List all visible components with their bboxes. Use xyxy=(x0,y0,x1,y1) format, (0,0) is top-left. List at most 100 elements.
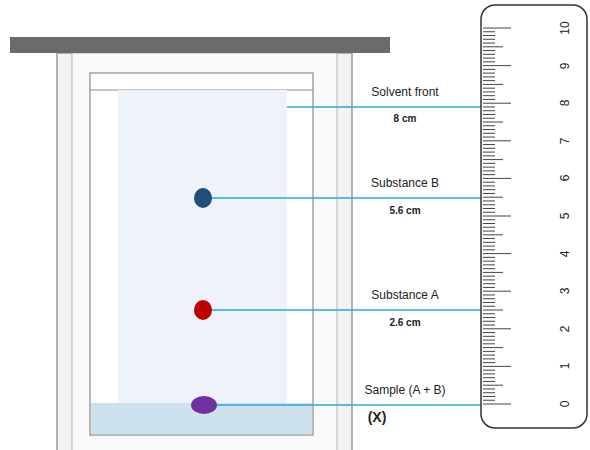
ruler-tick xyxy=(483,291,511,292)
ruler-tick xyxy=(483,332,495,333)
ruler-tick xyxy=(483,223,495,224)
ruler-tick xyxy=(483,219,495,220)
ruler-tick xyxy=(483,400,495,401)
ruler xyxy=(481,5,587,428)
chamber-inner xyxy=(72,53,337,450)
ruler-tick xyxy=(483,178,511,179)
ruler-tick xyxy=(483,50,495,51)
ruler-tick xyxy=(483,306,495,307)
leader-line xyxy=(211,197,484,199)
ruler-tick xyxy=(483,35,495,36)
ruler-tick xyxy=(483,91,495,92)
ruler-tick xyxy=(483,61,495,62)
ruler-tick xyxy=(483,279,495,280)
ruler-tick xyxy=(483,336,495,337)
ruler-tick xyxy=(483,283,495,284)
ruler-tick xyxy=(483,125,495,126)
distance-label: 2.6 cm xyxy=(389,317,420,328)
sample-label: Sample (A + B) xyxy=(364,384,445,397)
ruler-number: 1 xyxy=(559,363,572,370)
ruler-tick xyxy=(483,54,495,55)
solvent-front-label: Solvent front xyxy=(371,86,438,99)
ruler-tick xyxy=(483,276,495,277)
spot-a xyxy=(194,300,212,320)
ruler-tick xyxy=(483,118,495,119)
ruler-tick xyxy=(483,148,495,149)
ruler-tick xyxy=(483,404,511,405)
ruler-tick xyxy=(483,370,495,371)
substance-label: Substance A xyxy=(371,289,438,302)
ruler-tick xyxy=(483,185,495,186)
ruler-tick xyxy=(483,28,511,29)
ruler-tick xyxy=(483,204,495,205)
ruler-number: 6 xyxy=(559,175,572,182)
ruler-tick xyxy=(483,152,495,153)
ruler-tick xyxy=(483,31,495,32)
ruler-tick xyxy=(483,358,495,359)
ruler-tick xyxy=(483,396,495,397)
ruler-tick xyxy=(483,95,495,96)
ruler-tick xyxy=(483,129,495,130)
ruler-number: 8 xyxy=(559,100,572,107)
spot-sample xyxy=(191,396,217,414)
ruler-tick xyxy=(483,246,495,247)
ruler-tick xyxy=(483,231,495,232)
ruler-tick xyxy=(483,325,495,326)
ruler-tick xyxy=(483,163,495,164)
ruler-number: 3 xyxy=(559,288,572,295)
ruler-tick xyxy=(483,99,495,100)
ruler-tick xyxy=(483,174,495,175)
ruler-number: 7 xyxy=(559,137,572,144)
ruler-tick xyxy=(483,377,495,378)
ruler-number: 2 xyxy=(559,325,572,332)
ruler-tick xyxy=(483,80,495,81)
ruler-tick xyxy=(483,159,503,160)
ruler-number: 10 xyxy=(559,21,572,34)
ruler-tick xyxy=(483,193,495,194)
ruler-tick xyxy=(483,343,495,344)
ruler-tick xyxy=(483,340,495,341)
ruler-tick xyxy=(483,114,495,115)
ruler-tick xyxy=(483,268,495,269)
leader-line xyxy=(287,106,484,108)
ruler-tick xyxy=(483,388,495,389)
ruler-tick xyxy=(483,167,495,168)
ruler-tick xyxy=(483,347,503,348)
ruler-tick xyxy=(483,73,495,74)
spot-b xyxy=(194,188,212,208)
ruler-tick xyxy=(483,58,495,59)
ruler-tick xyxy=(483,257,495,258)
ruler-tick xyxy=(483,381,495,382)
ruler-tick xyxy=(483,321,495,322)
ruler-tick xyxy=(483,84,503,85)
ruler-tick xyxy=(483,144,495,145)
ruler-tick xyxy=(483,373,495,374)
ruler-number: 9 xyxy=(559,62,572,69)
plate-wet-area xyxy=(118,90,287,418)
ruler-tick xyxy=(483,351,495,352)
ruler-tick xyxy=(483,272,503,273)
ruler-tick xyxy=(483,249,495,250)
ruler-tick xyxy=(483,208,495,209)
ruler-tick xyxy=(483,155,495,156)
ruler-tick xyxy=(483,106,495,107)
ruler-number: 5 xyxy=(559,213,572,220)
ruler-tick xyxy=(483,197,503,198)
ruler-tick xyxy=(483,170,495,171)
ruler-tick xyxy=(483,264,495,265)
ruler-tick xyxy=(483,261,495,262)
ruler-number: 4 xyxy=(559,250,572,257)
ruler-tick xyxy=(483,110,495,111)
ruler-tick xyxy=(483,385,503,386)
ruler-tick xyxy=(483,366,511,367)
ruler-tick xyxy=(483,69,495,70)
ruler-tick xyxy=(483,189,495,190)
ruler-tick xyxy=(483,355,495,356)
distance-label: 8 cm xyxy=(394,113,417,124)
distance-label: 5.6 cm xyxy=(389,205,420,216)
ruler-tick xyxy=(483,133,495,134)
substance-label: Substance B xyxy=(371,177,439,190)
ruler-tick xyxy=(483,242,495,243)
chamber-lid xyxy=(10,37,390,53)
ruler-tick xyxy=(483,392,495,393)
